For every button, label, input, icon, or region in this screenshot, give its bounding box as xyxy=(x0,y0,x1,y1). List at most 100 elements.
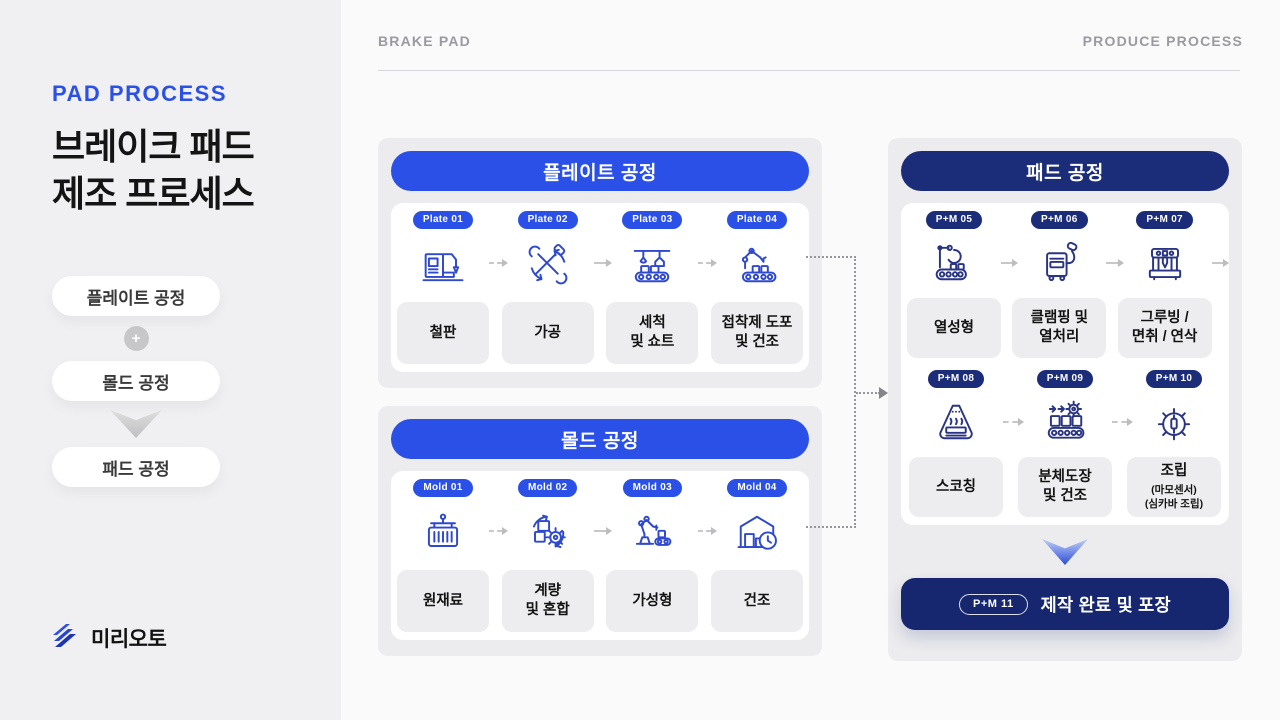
step-badge: Mold 03 xyxy=(622,479,682,497)
process-step-plate-01: Plate 01 철판 xyxy=(397,211,489,364)
process-step-plate-02: Plate 02 가공 xyxy=(501,211,594,364)
step-label: 스코칭 xyxy=(909,457,1003,517)
plus-icon: + xyxy=(123,326,149,351)
process-flow-summary: 플레이트 공정 + 몰드 공정 패드 공정 xyxy=(52,276,220,487)
arrow-right-icon xyxy=(489,259,508,267)
step-label: 조립 (마모센서) (심카바 조립) xyxy=(1127,457,1221,517)
step-badge: Plate 04 xyxy=(726,211,788,229)
process-step-mold-04: Mold 04 건조 xyxy=(711,479,804,632)
process-step-pm-05: P+M 05 열성형 xyxy=(907,211,1001,358)
process-step-pm-09: P+M 09 분체도장 및 건조 xyxy=(1018,370,1112,517)
step-badge: P+M 09 xyxy=(1036,370,1094,388)
assembly-gear-icon xyxy=(1148,392,1200,452)
preforming-robot-icon xyxy=(626,501,678,565)
step-label: 가성형 xyxy=(606,570,699,632)
arrow-right-icon xyxy=(1211,259,1230,267)
press-machine-icon xyxy=(417,233,469,297)
scorching-icon xyxy=(930,392,982,452)
step-label: 세척 및 쇼트 xyxy=(606,302,699,364)
step-badge: P+M 05 xyxy=(925,211,983,229)
step-label: 클램핑 및 열처리 xyxy=(1012,298,1107,358)
step-badge: P+M 10 xyxy=(1145,370,1203,388)
arrow-right-icon xyxy=(593,527,612,535)
sidebar: PAD PROCESS 브레이크 패드 제조 프로세스 플레이트 공정 + 몰드… xyxy=(0,0,341,720)
arrow-right-icon xyxy=(1112,418,1133,426)
mold-steps-container: Mold 01 원재료 Mold 02 xyxy=(391,471,809,640)
powder-coating-icon xyxy=(1039,392,1091,452)
step-label-main: 조립 xyxy=(1160,463,1188,480)
plate-steps-container: Plate 01 철판 Plate 02 xyxy=(391,203,809,372)
connector-mold-to-pad xyxy=(806,526,856,528)
step-badge: P+M 07 xyxy=(1136,211,1193,229)
grooving-press-icon xyxy=(1139,233,1191,293)
final-step-label: 제작 완료 및 포장 xyxy=(1040,594,1171,615)
process-step-pm-08: P+M 08 스코칭 xyxy=(909,370,1003,517)
pad-steps-container: P+M 05 열성형 P+M 06 xyxy=(901,203,1230,525)
header-right-label: PRODUCE PROCESS xyxy=(1082,33,1243,49)
step-badge: Mold 04 xyxy=(727,479,787,497)
step-label: 분체도장 및 건조 xyxy=(1018,457,1112,517)
step-label-sub: (마모센서) (심카바 조립) xyxy=(1144,484,1204,511)
header-divider xyxy=(378,70,1240,71)
step-badge: Plate 02 xyxy=(517,211,578,229)
step-badge: Mold 01 xyxy=(413,479,473,497)
step-label: 접착제 도포 및 건조 xyxy=(711,302,804,364)
arrow-right-icon xyxy=(489,527,508,535)
step-label: 가공 xyxy=(501,302,594,364)
process-step-plate-04: Plate 04 접착제 도포 및 건조 xyxy=(711,211,804,364)
brand-logo-text: 미리오토 xyxy=(91,627,167,651)
mold-panel-title: 몰드 공정 xyxy=(391,419,809,459)
arrow-right-icon xyxy=(1001,259,1019,267)
mixing-icon xyxy=(522,501,574,565)
clamping-heat-icon xyxy=(1033,233,1085,293)
brand-logo: 미리오토 xyxy=(52,622,167,653)
adhesive-robot-icon xyxy=(731,233,783,297)
arrow-right-icon xyxy=(698,259,717,267)
process-step-pm-07: P+M 07 그루빙 / 면취 / 연삭 xyxy=(1117,211,1212,358)
flow-pill-plate: 플레이트 공정 xyxy=(52,276,220,316)
page-title: 브레이크 패드 제조 프로세스 xyxy=(52,126,255,214)
arrow-right-icon xyxy=(1106,259,1125,267)
step-badge: Plate 03 xyxy=(622,211,683,229)
final-step-banner: P+M 11 제작 완료 및 포장 xyxy=(901,578,1229,630)
washing-shot-icon xyxy=(626,233,678,297)
raw-material-icon xyxy=(417,501,469,565)
arrow-right-icon xyxy=(1003,418,1024,426)
process-step-mold-03: Mold 03 가성형 xyxy=(606,479,699,632)
pad-process-panel: 패드 공정 P+M 05 열성형 xyxy=(888,138,1242,661)
step-badge: P+M 08 xyxy=(927,370,985,388)
plate-process-panel: 플레이트 공정 Plate 01 철판 xyxy=(378,138,822,388)
process-step-mold-01: Mold 01 원재료 xyxy=(397,479,489,632)
connector-arrowhead-icon xyxy=(879,387,888,399)
process-step-plate-03: Plate 03 세척 및 쇼트 xyxy=(606,211,699,364)
mold-process-panel: 몰드 공정 Mold 01 원재료 M xyxy=(378,406,822,656)
step-label: 열성형 xyxy=(907,298,1001,358)
plate-panel-title: 플레이트 공정 xyxy=(391,151,809,191)
step-label: 건조 xyxy=(711,570,804,632)
step-label: 계량 및 혼합 xyxy=(501,570,594,632)
flow-pill-mold: 몰드 공정 xyxy=(52,361,220,401)
pad-panel-title: 패드 공정 xyxy=(901,151,1229,191)
step-label: 원재료 xyxy=(397,570,489,632)
down-arrow-blue-icon xyxy=(1042,539,1088,565)
step-badge: Plate 01 xyxy=(412,211,474,229)
flow-pill-pad: 패드 공정 xyxy=(52,447,220,487)
machining-tools-icon xyxy=(522,233,574,297)
eyebrow-title: PAD PROCESS xyxy=(52,81,228,106)
process-step-pm-10: P+M 10 조립 (마모센서) (심카바 조립) xyxy=(1127,370,1221,517)
process-step-mold-02: Mold 02 계량 및 혼합 xyxy=(501,479,594,632)
connector-plate-to-pad xyxy=(806,256,856,258)
final-step-badge: P+M 11 xyxy=(959,593,1028,615)
step-label: 그루빙 / 면취 / 연삭 xyxy=(1117,298,1212,358)
process-step-pm-06: P+M 06 클램핑 및 열처리 xyxy=(1012,211,1107,358)
hot-forming-icon xyxy=(928,233,980,293)
arrow-right-icon xyxy=(593,259,612,267)
connector-into-pad xyxy=(856,392,880,394)
step-badge: P+M 06 xyxy=(1031,211,1088,229)
brand-logo-icon xyxy=(52,622,82,653)
header-left-label: BRAKE PAD xyxy=(378,33,471,49)
step-badge: Mold 02 xyxy=(518,479,578,497)
step-label: 철판 xyxy=(397,302,489,364)
down-arrow-icon xyxy=(110,410,162,438)
arrow-right-icon xyxy=(698,527,717,535)
